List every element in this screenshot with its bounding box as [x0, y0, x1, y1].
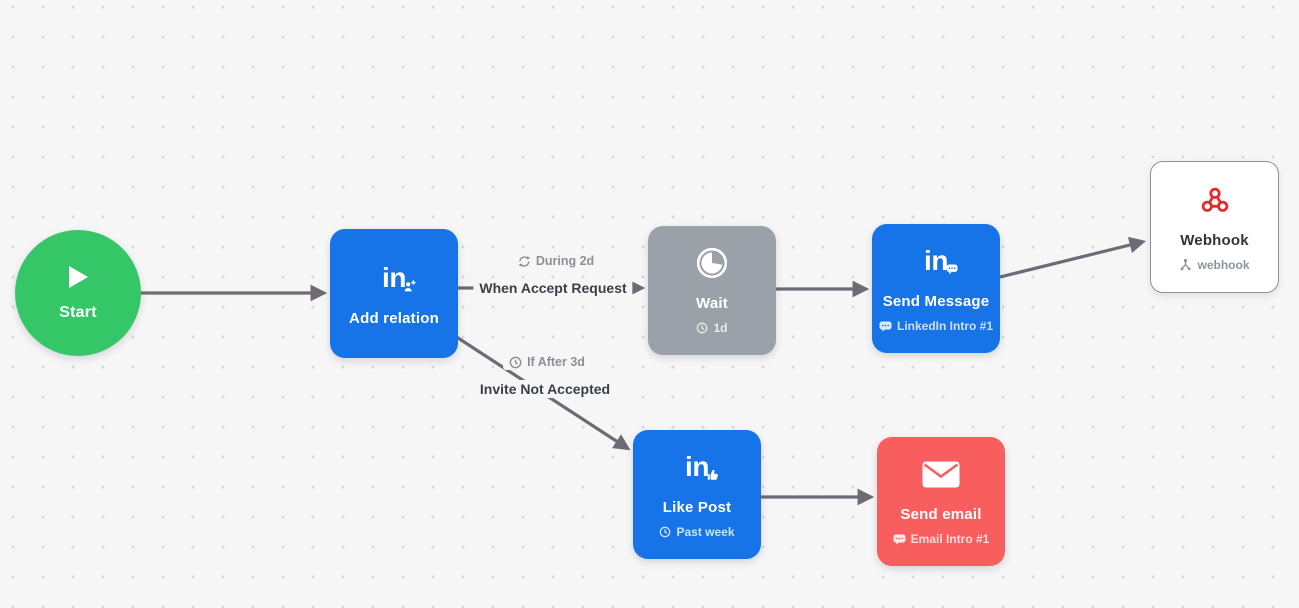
chat-bubble-icon	[879, 321, 892, 332]
node-like-post[interactable]: in Like Post Past week	[633, 430, 761, 559]
clock-icon	[509, 356, 522, 368]
node-subtitle: Past week	[659, 525, 735, 539]
envelope-icon	[922, 457, 960, 491]
edge-send-message-to-webhook	[998, 236, 1147, 279]
clock-icon	[660, 526, 671, 538]
edge-label-when-accept-request: When Accept Request	[473, 279, 633, 297]
play-icon	[67, 264, 89, 290]
sync-icon	[518, 255, 531, 267]
network-icon	[1181, 258, 1191, 271]
edge-condition-text: During 2d	[535, 254, 595, 268]
linkedin-add-relation-icon: in	[382, 261, 416, 295]
node-title: Webhook	[1180, 231, 1249, 249]
timer-icon	[695, 246, 729, 280]
node-subtitle: Email Intro #1	[893, 532, 989, 546]
node-subtitle: webhook	[1179, 258, 1250, 272]
node-title: Start	[59, 304, 97, 321]
node-wait[interactable]: Wait 1d	[648, 226, 776, 355]
thumbs-up-badge-icon	[707, 469, 718, 480]
node-title: Add relation	[349, 309, 439, 327]
edge-condition-text: If After 3d	[527, 355, 585, 369]
linkedin-message-icon: in	[924, 244, 958, 278]
clock-icon	[697, 322, 708, 334]
node-send-email[interactable]: Send email Email Intro #1	[877, 437, 1005, 566]
edge-label-invite-not-accepted: Invite Not Accepted	[473, 380, 617, 398]
node-title: Send Message	[882, 293, 990, 310]
node-send-message[interactable]: in Send Message LinkedIn Intro #1	[872, 224, 1000, 353]
node-title: Like Post	[662, 499, 732, 516]
node-webhook[interactable]: Webhook webhook	[1150, 161, 1279, 293]
node-subtitle: 1d	[696, 321, 728, 335]
edge-condition-during-2d: During 2d	[511, 253, 601, 269]
node-add-relation[interactable]: in Add relation	[330, 229, 458, 358]
chat-bubble-badge-icon	[946, 264, 958, 275]
node-title: Wait	[696, 295, 728, 312]
chat-bubble-icon	[893, 534, 906, 545]
node-subtitle: LinkedIn Intro #1	[879, 319, 993, 333]
node-title: Send email	[900, 506, 982, 523]
linkedin-like-icon: in	[685, 450, 718, 484]
node-start[interactable]: Start	[15, 230, 141, 356]
webhook-icon	[1200, 183, 1230, 217]
person-plus-badge-icon	[404, 279, 416, 291]
edge-condition-if-after-3d: If After 3d	[503, 354, 591, 370]
